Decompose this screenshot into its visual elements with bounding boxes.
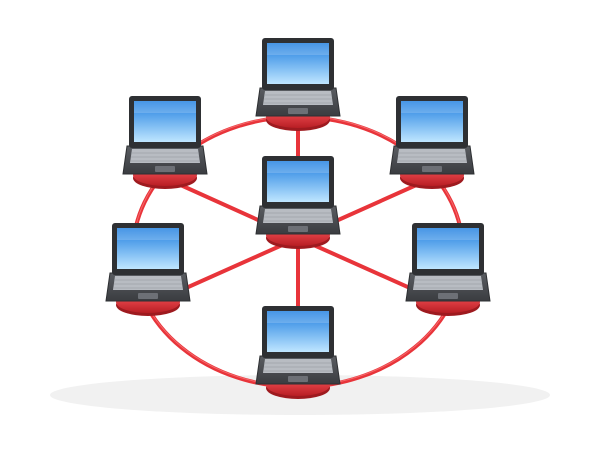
laptop-lower-left	[105, 223, 191, 316]
laptop-screen	[134, 101, 196, 142]
touchpad	[422, 166, 442, 172]
touchpad	[155, 166, 175, 172]
keyboard	[413, 276, 483, 290]
laptop-screen	[117, 228, 179, 269]
screen-glare	[417, 228, 479, 240]
keyboard	[130, 149, 200, 163]
laptop-screen	[401, 101, 463, 142]
keyboard	[263, 209, 333, 223]
screen-glare	[267, 311, 329, 323]
keyboard	[263, 359, 333, 373]
laptop-screen	[267, 43, 329, 84]
laptop-group	[105, 38, 491, 399]
screen-glare	[117, 228, 179, 240]
keyboard	[263, 91, 333, 105]
screen-glare	[134, 101, 196, 113]
keyboard	[397, 149, 467, 163]
laptop-screen	[417, 228, 479, 269]
touchpad	[288, 226, 308, 232]
laptop-upper-right	[389, 96, 475, 189]
touchpad	[288, 108, 308, 114]
laptop-top	[255, 38, 341, 131]
laptop-screen	[267, 161, 329, 202]
touchpad	[288, 376, 308, 382]
laptop-screen	[267, 311, 329, 352]
laptop-lower-right	[405, 223, 491, 316]
laptop-bottom	[255, 306, 341, 399]
screen-glare	[267, 43, 329, 55]
touchpad	[438, 293, 458, 299]
laptop-upper-left	[122, 96, 208, 189]
screen-glare	[267, 161, 329, 173]
touchpad	[138, 293, 158, 299]
screen-glare	[401, 101, 463, 113]
keyboard	[113, 276, 183, 290]
laptop-center	[255, 156, 341, 249]
